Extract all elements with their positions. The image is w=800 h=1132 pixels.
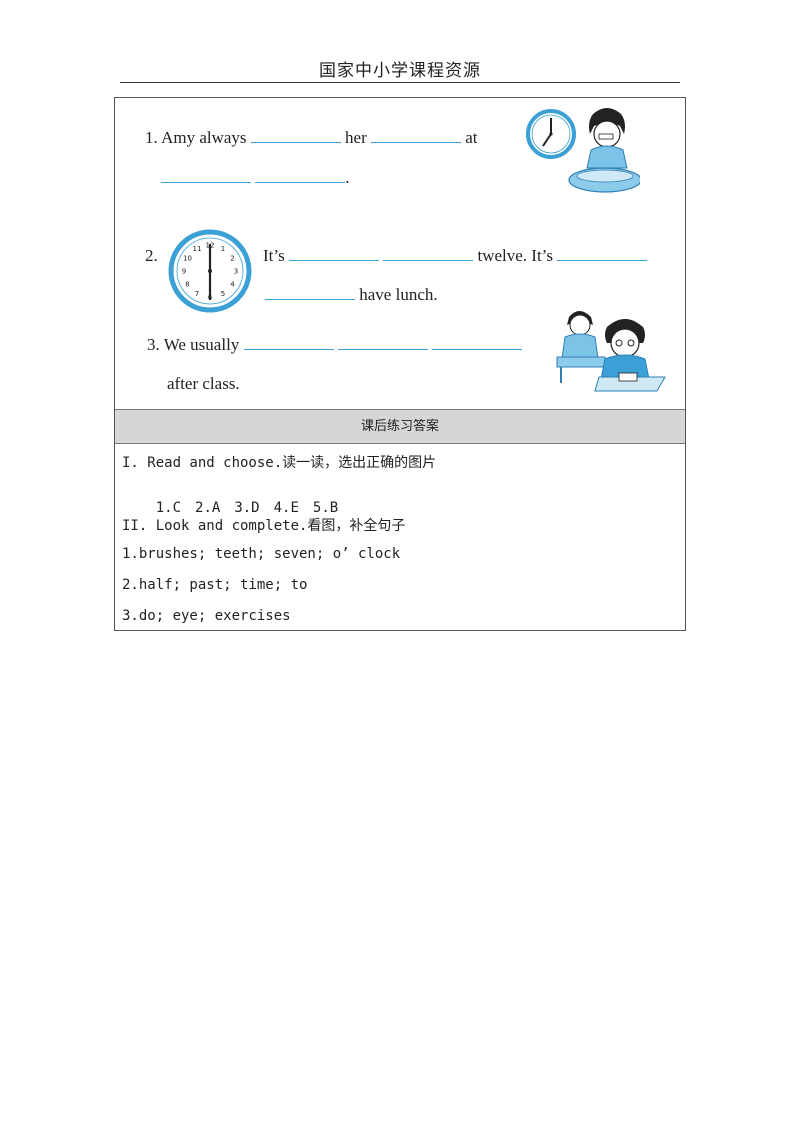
blank[interactable] [265,295,355,300]
exercise-2-text-c: have lunch. [359,285,438,304]
answer-line: 1.brushes; teeth; seven; o’ clock [122,546,401,562]
clock-number: 9 [182,268,186,276]
exercise-2-line-2: have lunch. [265,285,438,305]
clock-number: 4 [230,281,235,289]
brushing-teeth-picture [526,108,640,193]
eye-exercises-picture [556,311,666,392]
answer-part-1-list: 1.C 2.A 3.D 4.E 5.B [122,484,352,532]
blank[interactable] [432,345,523,350]
answer-part-2-title: II. Look and complete.看图，补全句子 [122,518,406,534]
exercise-3-number: 3. [147,335,160,354]
header-rule [120,82,680,83]
answer-part-1-title: I. Read and choose.读一读，选出正确的图片 [122,455,437,471]
exercise-2-number: 2. [145,246,158,265]
blank[interactable] [288,256,379,261]
boy-icon [556,311,606,383]
clock-number: 11 [193,245,202,253]
answer-line: 2.half; past; time; to [122,577,308,593]
blank[interactable] [337,345,428,350]
blank[interactable] [243,345,334,350]
exercise-3-text-a: We usually [163,335,240,354]
exercise-1-line-1: 1. Amy always her at [145,128,478,148]
answer-line: 3.do; eye; exercises [122,608,291,624]
blank[interactable] [161,178,251,183]
exercise-1-text-c: at [465,128,478,147]
answer-item: 5.B [312,500,339,516]
exercise-box: 1. Amy always her at . 2. 121 [114,97,686,631]
page-title: 国家中小学课程资源 [319,61,481,81]
exercise-1-number: 1. [145,128,158,147]
blank[interactable] [250,138,341,143]
exercise-2-text-b: twelve. It’s [477,246,554,265]
girl-icon [568,108,640,193]
clock-number: 5 [221,290,225,298]
blank[interactable] [255,178,346,183]
answer-section-title: 课后练习答案 [115,409,685,444]
exercise-1-text-b: her [345,128,367,147]
exercise-2-line-1: It’s twelve. It’s [263,246,648,266]
answer-item: 1.C [155,500,182,516]
clock-icon [526,109,576,159]
blank[interactable] [557,256,648,261]
clock-number: 1 [221,245,225,253]
blank[interactable] [383,256,474,261]
clock-number: 2 [230,255,234,263]
clock-number: 10 [183,255,192,263]
clock-number: 3 [234,268,238,276]
exercise-3-line-1: 3. We usually [147,335,523,355]
exercise-3-line-2: after class. [167,374,240,393]
exercise-1-text-a: Amy always [161,128,247,147]
exercise-2-text-a: It’s [263,246,285,265]
clock-icon: 121234567891011 [168,229,252,313]
exercise-1-end: . [345,168,350,187]
answer-item: 3.D [234,500,260,516]
exercise-1-line-2: . [161,168,350,188]
answer-item: 2.A [195,500,221,516]
clock-number: 8 [185,281,189,289]
clock-number: 7 [195,290,199,298]
girl-icon [594,319,666,392]
answer-item: 4.E [273,500,299,516]
blank[interactable] [371,138,461,143]
